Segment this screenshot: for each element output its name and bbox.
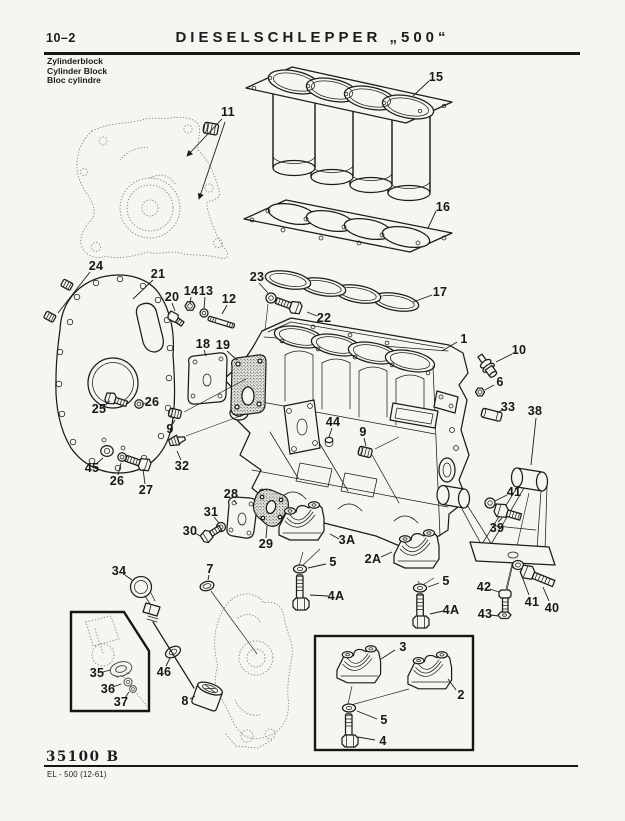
part-cap-3A-group [278, 501, 325, 611]
hardware-25-26 [104, 392, 144, 409]
header-rule [44, 52, 580, 55]
part-gasket-19 [230, 354, 267, 416]
part-mount-bracket-38-group [436, 467, 556, 591]
footer-code: EL - 500 (12-61) [47, 770, 107, 779]
part-group-title: Zylinderblock Cylinder Block Bloc cylind… [47, 56, 108, 86]
part-dowel-11 [202, 121, 220, 136]
subtitle-fr: Bloc cylindre [47, 75, 101, 86]
part-head-gasket [243, 199, 453, 253]
hardware-10-6-33 [474, 353, 503, 422]
part-rear-plate [55, 274, 176, 474]
engine-side-phantom-outline [214, 593, 293, 749]
hardware-45-26-27 [100, 444, 152, 472]
page-number: 10–2 [46, 31, 76, 45]
hardware-44-9 [324, 436, 400, 459]
front-plate-phantom-outline [76, 116, 229, 259]
part-cover-28-group [199, 488, 290, 544]
figure-number: 35100 B [46, 749, 120, 765]
part-dipstick-group [129, 575, 258, 712]
hardware-9-32 [167, 378, 247, 447]
subtitle-en: Cylinder Block [47, 65, 108, 76]
subtitle-de: Zylinderblock [47, 56, 103, 66]
page-title: DIESELSCHLEPPER „500“ [175, 29, 450, 46]
part-cap-2A-group [393, 529, 440, 629]
part-cover-18 [187, 352, 228, 405]
inset-box-right [313, 634, 475, 752]
part-cylinder-liners [245, 66, 453, 202]
inset-box-left [69, 610, 151, 713]
part-plugs-24 [43, 278, 74, 323]
leader-lines [57, 80, 550, 741]
footer-rule [44, 765, 578, 768]
part-liner-seal-rings [264, 270, 420, 312]
hardware-20-14-13-12 [167, 301, 236, 329]
